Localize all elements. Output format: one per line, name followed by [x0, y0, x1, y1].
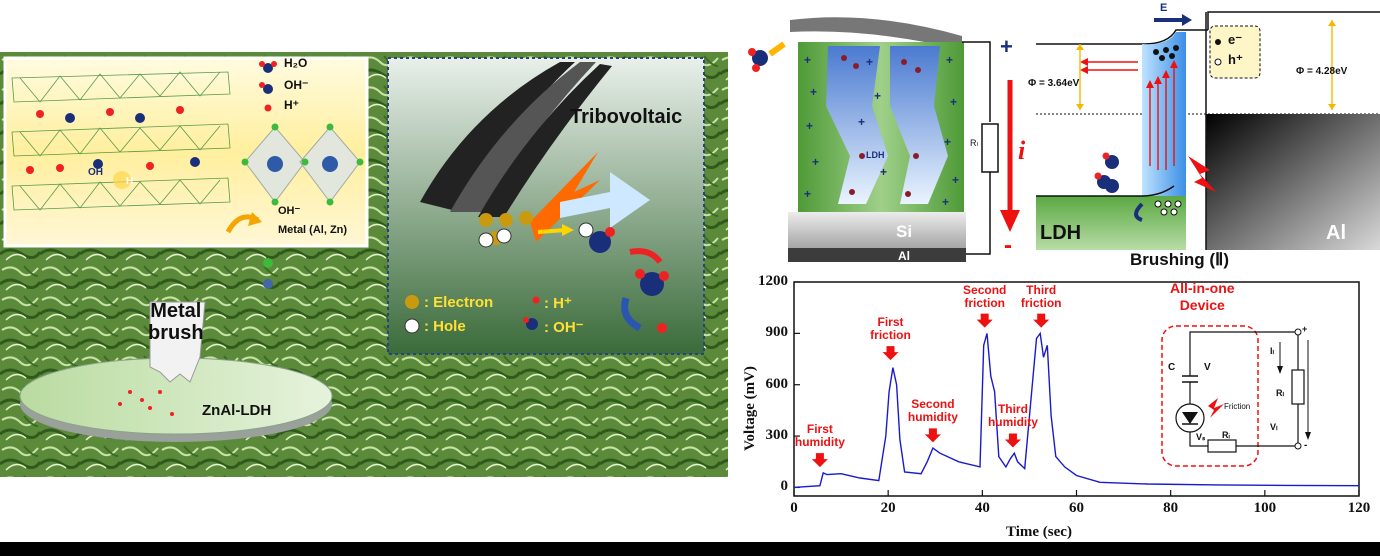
band-diagram-caption: Brushing (Ⅱ)	[1130, 250, 1230, 269]
svg-text:+: +	[804, 53, 811, 67]
legend-oh-label: OH⁻	[284, 78, 309, 92]
y-tick-label: 1200	[758, 273, 788, 289]
circuit-inset	[1161, 325, 1311, 467]
legend-oh-minus-label: : OH⁻	[544, 319, 584, 336]
circuit-c-label: C	[1168, 362, 1176, 373]
y-tick-label: 900	[765, 324, 789, 341]
circuit-minus-terminal: -	[1304, 440, 1308, 451]
legend-h-plus-label: : H⁺	[544, 295, 572, 312]
band-diagram	[1036, 11, 1380, 250]
svg-text:+: +	[858, 115, 865, 129]
schematic-load-resistor-label: Rₗ	[970, 138, 978, 148]
metal-brush-label: Metal brush	[148, 300, 204, 344]
bottom-black-bar	[0, 542, 1380, 556]
annotation-arrows	[811, 313, 1050, 468]
x-tick-label: 120	[1347, 500, 1371, 516]
circuit-friction-label: Friction	[1224, 402, 1251, 411]
circuit-vl-label: Vₗ	[1270, 422, 1278, 432]
annotation-label: Third friction	[1020, 282, 1062, 310]
svg-text:+: +	[946, 53, 953, 67]
circuit-vs-label: Vₛ	[1196, 432, 1206, 442]
annotation-arrow	[811, 453, 828, 468]
legend-h2o-label: H₂O	[284, 56, 308, 70]
svg-text:+: +	[952, 173, 959, 187]
circuit-title: All-in-one Device	[1170, 280, 1235, 313]
x-tick-label: 20	[880, 500, 896, 516]
schematic-ldh-label: LDH	[866, 150, 885, 160]
annotation-arrow	[976, 313, 993, 328]
annotation-label: Second humidity	[907, 397, 958, 425]
svg-text:+: +	[804, 187, 811, 201]
svg-text:+: +	[944, 135, 951, 149]
svg-text:+: +	[942, 195, 949, 209]
annotation-label: First friction	[870, 315, 911, 343]
svg-text:+: +	[806, 119, 813, 133]
band-legend-electron: e⁻	[1228, 32, 1243, 47]
x-axis-label: Time (sec)	[1006, 524, 1072, 540]
interlayer-h-label: H	[126, 176, 134, 187]
legend-h-label: H⁺	[284, 98, 299, 112]
x-tick-label: 80	[1163, 500, 1179, 516]
y-tick-label: 600	[765, 375, 789, 392]
band-al-label: Al	[1326, 222, 1346, 244]
y-axis-label: Voltage (mV)	[741, 366, 758, 451]
ldh-work-function-label: Φ = 3.64eV	[1028, 78, 1080, 89]
schematic-si-label: Si	[896, 222, 913, 241]
annotation-label: Third humidity	[987, 402, 1038, 430]
svg-text:+: +	[880, 165, 887, 179]
tribovoltaic-title: Tribovoltaic	[570, 106, 683, 128]
x-tick-label: 40	[974, 500, 990, 516]
annotation-label: Second friction	[963, 282, 1007, 310]
device-schematic: +++++ ++++ +++++	[748, 17, 1020, 262]
voltage-series-line	[793, 331, 1360, 489]
circuit-plus-terminal: +	[1302, 324, 1308, 334]
schematic-minus: -	[1004, 232, 1012, 259]
voltage-plot-area	[793, 281, 1360, 497]
y-tick-label: 0	[780, 478, 789, 495]
legend-metal-label: Metal (Al, Zn)	[278, 224, 348, 236]
al-work-function-label: Φ = 4.28eV	[1296, 66, 1348, 77]
circuit-v-label: V	[1204, 362, 1211, 373]
annotation-arrow	[1004, 433, 1021, 448]
electric-field-label: E	[1160, 2, 1168, 14]
device-label: ZnAl-LDH	[202, 402, 272, 419]
band-ldh-label: LDH	[1040, 222, 1082, 244]
legend-hole-label: : Hole	[424, 318, 466, 335]
band-legend-hole: h⁺	[1228, 52, 1243, 67]
voltage-chart: 0 20 40 60 80 100 120 0 300 600 900 1200 First hum…	[730, 273, 1380, 542]
current-direction-label: i	[1018, 136, 1026, 165]
y-tick-label: 300	[765, 427, 789, 444]
annotation-arrow	[882, 346, 899, 361]
svg-text:+: +	[810, 85, 817, 99]
interlayer-oh-label: OH	[88, 167, 103, 178]
x-tick-label: 100	[1253, 500, 1277, 516]
schematic-plus: +	[1000, 34, 1013, 59]
svg-text:+: +	[812, 155, 819, 169]
circuit-ri-label: Rᵢ	[1222, 430, 1230, 440]
legend-oh-green-label: OH⁻	[278, 205, 301, 217]
circuit-il-label: Iₗ	[1270, 346, 1274, 356]
svg-text:+: +	[874, 89, 881, 103]
annotation-arrow	[924, 428, 941, 443]
ldh-nanosheet-background	[0, 52, 728, 477]
legend-electron-label: : Electron	[424, 294, 494, 311]
x-tick-label: 0	[790, 500, 798, 516]
x-tick-label: 60	[1069, 500, 1084, 516]
annotation-label: First humidity	[794, 422, 845, 450]
schematic-al-label: Al	[898, 249, 910, 263]
annotation-arrow	[1033, 313, 1050, 328]
svg-text:+: +	[866, 55, 873, 69]
svg-text:+: +	[950, 95, 957, 109]
circuit-rl-label: Rₗ	[1276, 388, 1284, 398]
ldh-illustration-panel: H₂O OH⁻ H⁺ OH⁻ Metal (Al, Zn) OH H Metal…	[0, 52, 728, 477]
